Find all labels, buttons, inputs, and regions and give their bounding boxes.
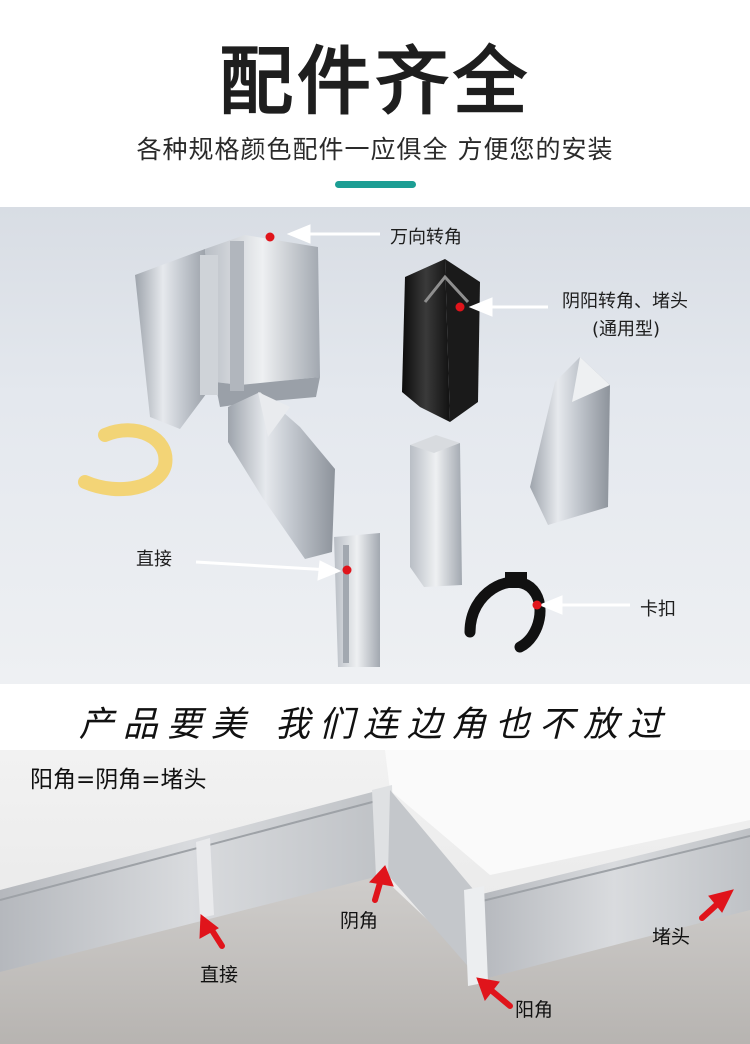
callout-general-type: (通用型)	[592, 319, 661, 340]
callout-universal-corner: 万向转角	[390, 227, 462, 248]
header-section: 配件齐全 各种规格颜色配件一应俱全 方便您的安装	[0, 0, 750, 207]
outer-corner-part	[228, 392, 335, 559]
label-straight-joint: 直接	[200, 964, 239, 986]
callout-markers	[265, 232, 542, 610]
page-subtitle: 各种规格颜色配件一应俱全 方便您的安装	[136, 135, 614, 164]
yellow-clip-part	[78, 423, 173, 497]
installation-illustration	[0, 750, 750, 1044]
accessories-photo: 万向转角 阴阳转角、堵头 (通用型) 直接 卡扣	[0, 207, 750, 684]
black-clip-part	[464, 572, 546, 653]
corner-equivalence-heading: 阳角=阴角=堵头	[30, 767, 207, 793]
accessories-illustration	[78, 224, 630, 667]
callout-clip: 卡扣	[640, 599, 676, 620]
mid-joint-part	[410, 435, 462, 587]
callout-arrows	[195, 224, 630, 615]
page-title: 配件齐全	[219, 39, 531, 125]
slogan-section: 产品要美 我们连边角也不放过	[0, 684, 750, 750]
accent-divider	[335, 181, 416, 188]
label-outer-corner: 阳角	[515, 999, 554, 1021]
inner-corner-part	[530, 357, 610, 525]
slogan-text: 产品要美 我们连边角也不放过	[78, 705, 672, 745]
front-joint-part	[334, 533, 380, 667]
universal-corner-part	[135, 235, 320, 429]
callout-yin-yang-corner: 阴阳转角、堵头	[562, 291, 688, 312]
callout-straight-joint: 直接	[136, 549, 172, 570]
label-end-cap: 堵头	[652, 926, 691, 948]
black-corner-part	[402, 259, 480, 422]
label-inner-corner: 阴角	[340, 910, 379, 932]
install-arrows	[199, 865, 734, 1009]
installation-photo: 阳角=阴角=堵头 阴角 直接 阳角 堵头	[0, 750, 750, 1044]
